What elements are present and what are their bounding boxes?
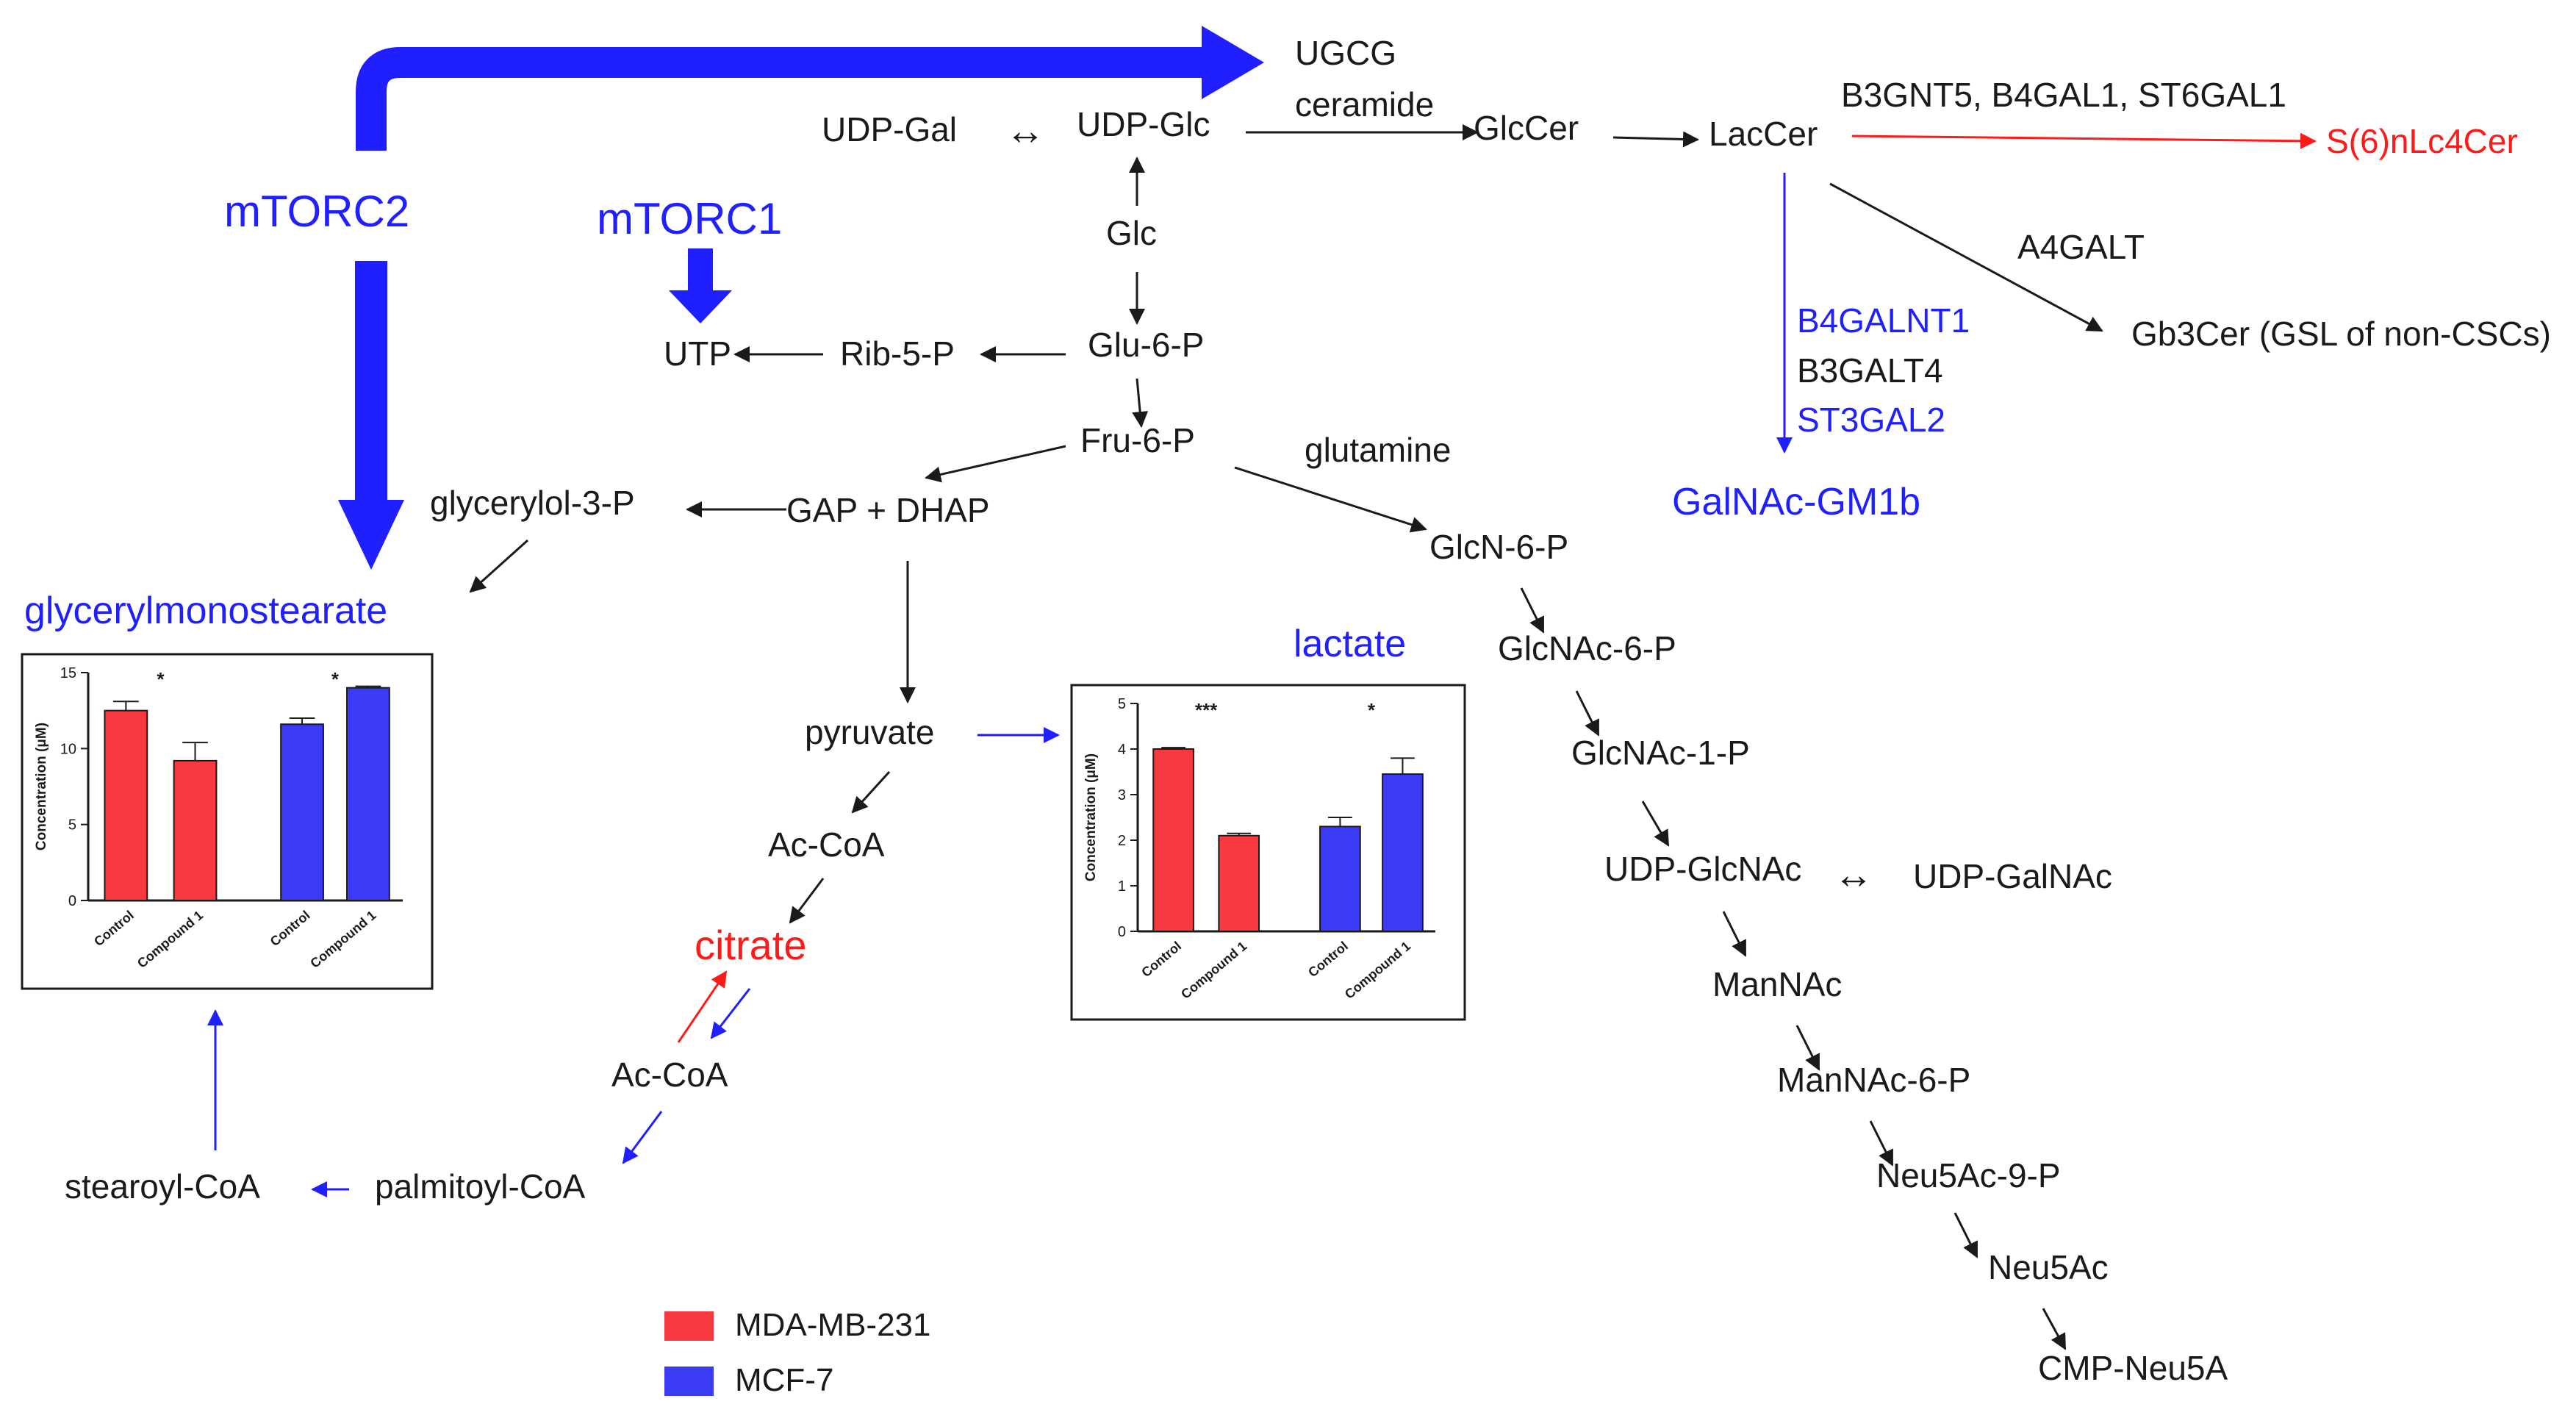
y-tick-label: 4 [1118, 742, 1126, 758]
bar-mda-mb-231-0 [104, 709, 148, 902]
udp-glcnac-label: UDP-GlcNAc [1604, 850, 1801, 888]
glutamine-label: glutamine [1305, 431, 1451, 469]
glcnac1p-label: GlcNAc-1-P [1571, 734, 1750, 772]
glcnac6p-label: GlcNAc-6-P [1498, 629, 1676, 667]
significance-marker: *** [1195, 699, 1218, 721]
y-tick-label: 5 [1118, 696, 1126, 712]
significance-marker: * [157, 668, 165, 690]
s6nlc4cer-label: S(6)nLc4Cer [2326, 122, 2518, 160]
pathway-node-labels: UGCG ceramide UDP-Gal ↔ UDP-Glc GlcCer L… [24, 34, 2551, 1387]
a4galt-label: A4GALT [2017, 228, 2145, 266]
fru6p-label: Fru-6-P [1080, 421, 1195, 459]
udp-gal-label: UDP-Gal [822, 110, 957, 148]
stearoyl-coa-label: stearoyl-CoA [65, 1167, 260, 1206]
glycerylol3p-label: glycerylol-3-P [430, 484, 635, 522]
regulator-labels: mTORC2 mTORC1 [224, 187, 782, 243]
ceramide-label: ceramide [1295, 85, 1434, 123]
y-tick-label: 1 [1118, 878, 1126, 895]
mtorc2-label: mTORC2 [224, 187, 409, 236]
double-arrow-2: ↔ [1834, 853, 1873, 897]
mtorc2-big-arrows [338, 26, 1264, 570]
double-arrow-1: ↔ [1005, 109, 1045, 153]
glccer-label: GlcCer [1474, 109, 1579, 147]
cmp-neu5a-label: CMP-Neu5A [2038, 1349, 2228, 1387]
y-tick-label: 0 [68, 893, 76, 909]
lactate-label: lactate [1294, 623, 1406, 665]
mtorc1-big-arrow [669, 248, 732, 323]
neu5ac-label: Neu5Ac [1988, 1248, 2109, 1286]
blue-arrows [207, 173, 1793, 1197]
legend-label: MDA-MB-231 [735, 1307, 931, 1343]
rib5p-label: Rib-5-P [840, 334, 955, 373]
bar-mda-mb-231-1 [1218, 834, 1260, 933]
glcn6p-label: GlcN-6-P [1429, 528, 1568, 566]
ugcg-label: UGCG [1295, 34, 1396, 72]
significance-marker: * [331, 668, 340, 690]
glycerylmonostearate-label: glycerylmonostearate [24, 590, 387, 632]
mannac-label: ManNAc [1712, 965, 1842, 1003]
gap-dhap-label: GAP + DHAP [786, 491, 990, 529]
gb3cer-label: Gb3Cer (GSL of non-CSCs) [2131, 315, 2551, 353]
y-tick-label: 0 [1118, 924, 1126, 940]
y-tick-label: 3 [1118, 787, 1126, 803]
y-tick-label: 10 [60, 741, 76, 757]
bar-mcf-7-1 [346, 687, 390, 902]
pyruvate-label: pyruvate [805, 713, 934, 751]
accoa-2-label: Ac-CoA [611, 1056, 728, 1094]
bar-mcf-7-0 [280, 723, 324, 901]
b3galt4-label: B3GALT4 [1797, 351, 1943, 390]
black-arrows [469, 124, 2103, 1350]
enzymes-b3gnt5-group: B3GNT5, B4GAL1, ST6GAL1 [1841, 76, 2286, 114]
galnac-gm1b-label: GalNAc-GM1b [1672, 481, 1920, 523]
laccer-label: LacCer [1709, 115, 1818, 153]
legend-swatch [664, 1311, 714, 1341]
st3gal2-label: ST3GAL2 [1797, 401, 1945, 439]
neu5ac9p-label: Neu5Ac-9-P [1876, 1156, 2061, 1195]
accoa-1-label: Ac-CoA [768, 825, 885, 864]
citrate-label: citrate [695, 922, 807, 968]
udp-galnac-label: UDP-GalNAc [1913, 857, 2112, 895]
palmitoyl-coa-label: palmitoyl-CoA [375, 1167, 586, 1206]
y-tick-label: 5 [68, 817, 76, 834]
y-tick-label: 2 [1118, 833, 1126, 849]
mannac6p-label: ManNAc-6-P [1777, 1061, 1970, 1099]
udp-glc-label: UDP-Glc [1077, 105, 1210, 143]
y-axis-label: Concentration (μM) [1083, 753, 1099, 881]
y-axis-label: Concentration (μM) [34, 723, 49, 850]
mtorc1-label: mTORC1 [597, 194, 782, 243]
glu6p-label: Glu-6-P [1088, 326, 1204, 364]
y-tick-label: 15 [60, 665, 76, 681]
bar-mcf-7-1 [1382, 773, 1424, 932]
legend-swatch [664, 1367, 714, 1396]
significance-marker: * [1368, 699, 1376, 721]
utp-label: UTP [664, 334, 731, 373]
red-arrows [677, 132, 2317, 1043]
bar-mda-mb-231-1 [173, 759, 218, 902]
legend-label: MCF-7 [735, 1362, 833, 1398]
bar-mda-mb-231-0 [1152, 748, 1194, 932]
bar-mcf-7-0 [1319, 825, 1361, 933]
glc-label: Glc [1106, 214, 1157, 252]
b4galnt1-label: B4GALNT1 [1797, 301, 1970, 340]
